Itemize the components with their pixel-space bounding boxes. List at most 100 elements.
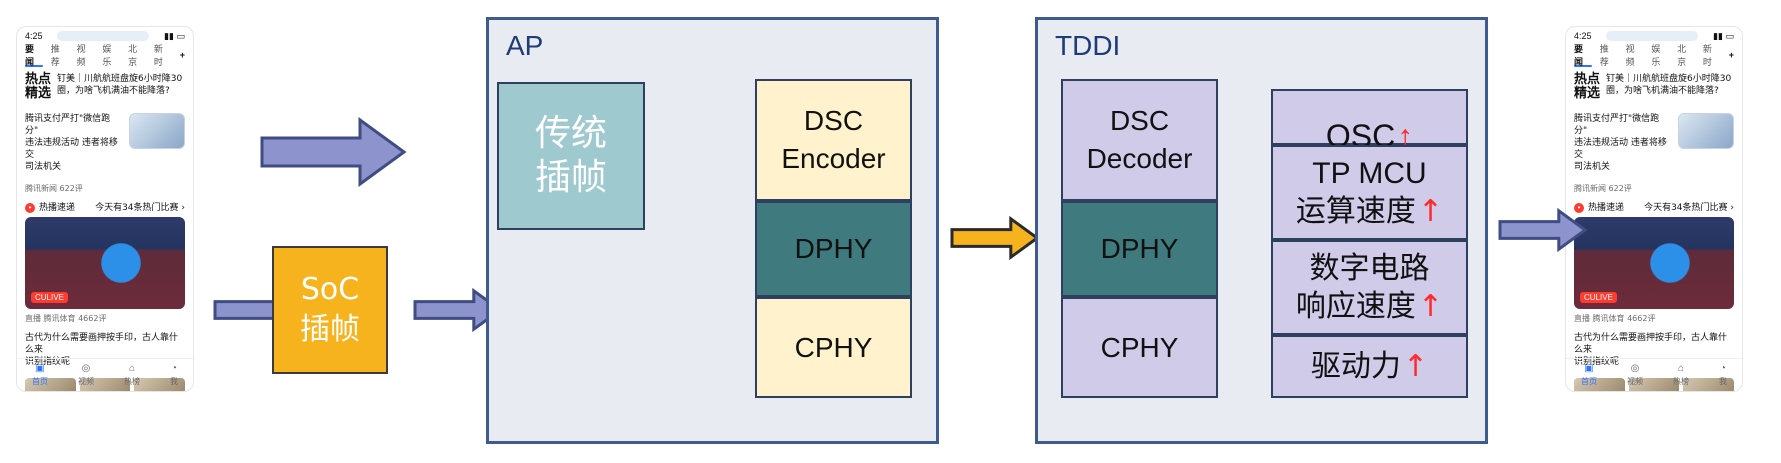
left-nav-home[interactable]: ▣首页 (32, 363, 48, 387)
right-video-thumbnail[interactable]: CULIVE (1574, 217, 1734, 309)
profile-icon: ◔ (170, 362, 178, 374)
left-section-right[interactable]: 今天有34条热门比赛 › (95, 203, 185, 213)
right-news-1-meta: 腾讯新闻 622评 (1574, 184, 1632, 193)
right-nav-me[interactable]: ◔我 (1719, 362, 1727, 387)
right-section-header: • 热播速递 今天有34条热门比赛 › (1566, 194, 1742, 217)
right-tab-4[interactable]: 北京 (1677, 44, 1687, 67)
ap-dsc-encoder: DSC Encoder (755, 79, 912, 201)
right-nav-label-0: 首页 (1581, 376, 1597, 386)
tddi-dphy: DPHY (1061, 201, 1218, 297)
right-status-pill (1606, 31, 1699, 41)
left-phone-screenshot: 4:25 ▮▮ ▭ 要闻 推荐 视频 娱乐 北京 新时 + 热点 精选 钉美｜川… (16, 26, 194, 392)
left-live-badge: CULIVE (31, 292, 68, 303)
right-tab-5[interactable]: 新时 (1702, 44, 1712, 67)
left-news-2-images (17, 374, 193, 391)
tddi-tp-mcu-up-arrow-icon: ↑ (1417, 193, 1444, 229)
right-news-2-image-2 (1628, 378, 1680, 391)
right-nav-label-1: 视频 (1627, 376, 1643, 386)
home-icon: ▣ (1584, 362, 1594, 374)
right-hot-text: 钉美｜川航航班盘旋6小时降30 圈，为啥飞机满油不能降落? (1606, 74, 1732, 96)
left-nav-label-2: 热榜 (124, 376, 140, 386)
left-hot-mark: 热点 精选 (25, 73, 51, 101)
video-icon: ◎ (81, 362, 91, 374)
right-section-right[interactable]: 今天有34条热门比赛 › (1644, 203, 1734, 213)
tddi-osc-wrap: OSC↑ (1326, 79, 1413, 155)
tddi-digital-line1: 数字电路 (1309, 250, 1430, 286)
right-nav-label-3: 我 (1719, 376, 1727, 386)
left-tab-indicator (25, 65, 43, 67)
right-hot-row[interactable]: 热点 精选 钉美｜川航航班盘旋6小时降30 圈，为啥飞机满油不能降落? (1566, 67, 1742, 107)
left-tab-3[interactable]: 娱乐 (102, 44, 112, 67)
left-news-row-1[interactable]: 腾讯支付严打"微信跑分" 违法违规活动 违者将移交 司法机关 (17, 107, 193, 179)
left-tab-2[interactable]: 视频 (76, 44, 86, 67)
tddi-tp-mcu-line2-wrap: 运算速度↑ (1296, 193, 1443, 231)
tddi-digital-up-arrow-icon: ↑ (1417, 288, 1444, 324)
tddi-digital-response: 数字电路 响应速度↑ (1271, 240, 1468, 335)
right-nav-label-2: 热榜 (1673, 376, 1689, 386)
left-status-pill (57, 31, 150, 41)
ap-traditional-frame-insert: 传统 插帧 (497, 82, 645, 230)
arrow-tddi-to-phone (1498, 209, 1587, 251)
tddi-digital-line2-wrap: 响应速度↑ (1296, 288, 1443, 326)
right-hot-dot-icon: • (1574, 203, 1584, 213)
left-nav-video[interactable]: ◎ 视频 (78, 362, 94, 387)
right-section-title: 热播速递 (1588, 203, 1625, 213)
right-tab-2[interactable]: 视频 (1625, 44, 1635, 67)
right-news-2-images (1566, 374, 1742, 391)
left-nav-me[interactable]: ◔我 (170, 362, 178, 387)
left-hot-dot-icon: • (25, 203, 35, 213)
left-section-title-wrap: • 热播速递 (25, 200, 75, 213)
tddi-tp-mcu-line1: TP MCU (1312, 156, 1427, 190)
left-section-header: • 热播速递 今天有34条热门比赛 › (17, 194, 193, 217)
left-section-title: 热播速递 (39, 203, 76, 213)
ap-title: AP (506, 30, 544, 61)
right-tab-3[interactable]: 娱乐 (1651, 44, 1661, 67)
left-tab-0[interactable]: 要闻 (25, 44, 35, 67)
left-nav-label-0: 首页 (32, 376, 48, 386)
left-nav-label-3: 我 (170, 376, 178, 386)
soc-label: SoC 插帧 (300, 272, 360, 347)
right-nav-video[interactable]: ◎ 视频 (1627, 362, 1643, 387)
left-tab-plus-icon[interactable]: + (179, 50, 185, 60)
right-hot-mark-1: 热点 (1574, 72, 1601, 87)
left-tab-4[interactable]: 北京 (128, 44, 138, 67)
tddi-container: TDDI DSC Decoder DPHY CPHY OSC↑ TP MCU 运… (1035, 17, 1488, 444)
right-tab-indicator (1574, 65, 1592, 67)
trending-icon: ⌂ (128, 362, 136, 374)
ap-dphy-label: DPHY (794, 233, 873, 264)
left-news-2[interactable]: 古代为什么需要画押按手印，古人靠什么来 识别指纹呢 (25, 333, 179, 367)
right-phone-screenshot: 4:25 ▮▮ ▭ 要闻 推荐 视频 娱乐 北京 新时 + 热点 精选 钉美｜川… (1565, 26, 1743, 392)
left-news-1: 腾讯支付严打"微信跑分" 违法违规活动 违者将移交 司法机关 (25, 114, 118, 172)
right-status-icons: ▮▮ ▭ (1713, 30, 1734, 41)
right-hot-mark: 热点 精选 (1574, 73, 1600, 101)
trending-icon: ⌂ (1677, 362, 1685, 374)
right-tab-plus-icon[interactable]: + (1728, 50, 1734, 60)
right-tab-0[interactable]: 要闻 (1574, 44, 1584, 67)
left-tab-5[interactable]: 新时 (153, 44, 163, 67)
profile-icon: ◔ (1719, 362, 1727, 374)
right-tab-1[interactable]: 推荐 (1599, 44, 1609, 67)
right-live-badge: CULIVE (1580, 292, 1617, 303)
left-tab-1[interactable]: 推荐 (50, 44, 60, 67)
right-nav-trending[interactable]: ⌂ 热榜 (1673, 362, 1689, 387)
left-news-1-thumbnail (128, 113, 185, 149)
left-hot-row[interactable]: 热点 精选 钉美｜川航航班盘旋6小时降30 圈，为啥飞机满油不能降落? (17, 67, 193, 107)
tddi-tp-mcu-line2: 运算速度 (1295, 193, 1416, 229)
left-status-icons: ▮▮ ▭ (164, 30, 185, 41)
right-news-2-image-3 (1683, 378, 1735, 391)
right-news-1: 腾讯支付严打"微信跑分" 违法违规活动 违者将移交 司法机关 (1574, 114, 1667, 172)
left-nav-label-1: 视频 (78, 376, 94, 386)
right-news-row-1[interactable]: 腾讯支付严打"微信跑分" 违法违规活动 违者将移交 司法机关 (1566, 107, 1742, 179)
right-news-2[interactable]: 古代为什么需要画押按手印，古人靠什么来 识别指纹呢 (1574, 333, 1728, 367)
left-video-thumbnail[interactable]: CULIVE (25, 217, 185, 309)
right-news-2-image-1 (1574, 378, 1625, 391)
left-status-bar: 4:25 ▮▮ ▭ (17, 27, 193, 45)
left-hot-mark-1: 热点 (25, 72, 52, 87)
tddi-title: TDDI (1055, 30, 1121, 61)
left-nav-trending[interactable]: ⌂ 热榜 (124, 362, 140, 387)
left-video-meta: 直播 腾讯体育 4662评 (25, 314, 107, 323)
left-news-2-image-1 (25, 378, 76, 391)
left-status-time: 4:25 (25, 31, 43, 41)
right-nav-home[interactable]: ▣ 首页 (1581, 362, 1597, 387)
video-icon: ◎ (1630, 362, 1640, 374)
